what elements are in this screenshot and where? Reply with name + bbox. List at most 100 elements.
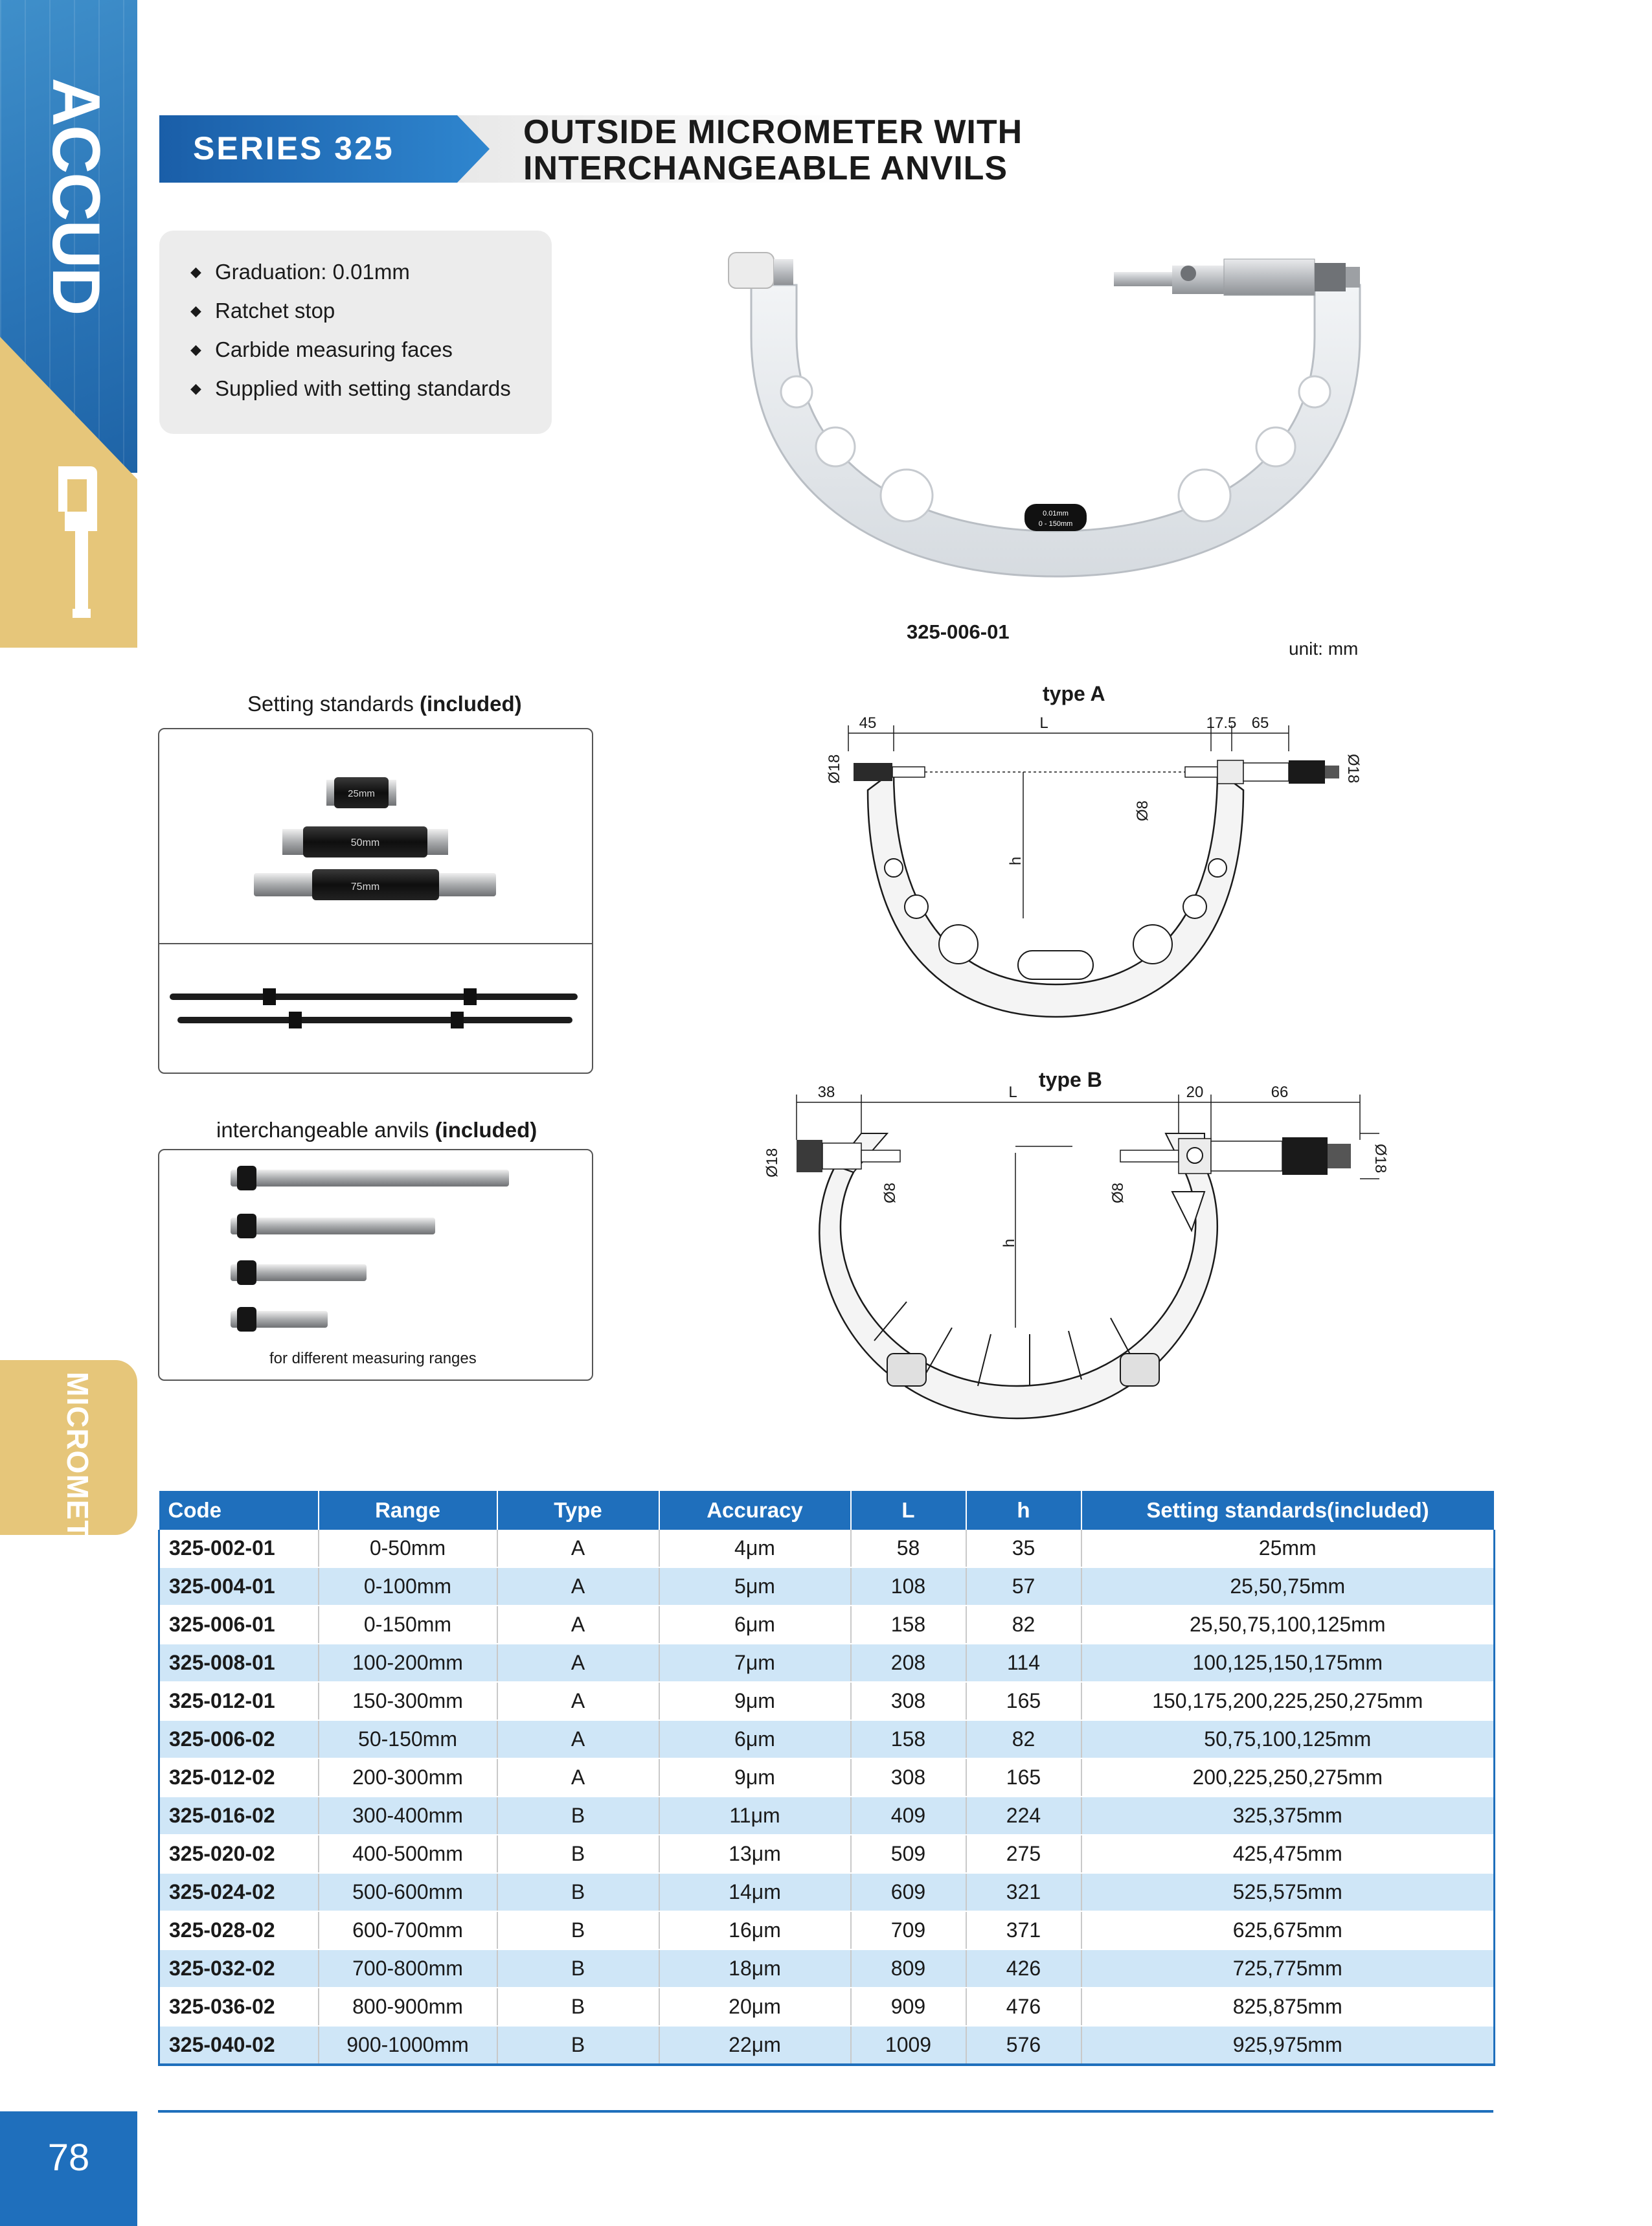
cell-type: A bbox=[497, 1644, 660, 1683]
setting-standards-caption: Setting standards (included) bbox=[247, 692, 522, 716]
cell-setting-standards: 100,125,150,175mm bbox=[1081, 1644, 1495, 1683]
cell-accuracy: 13μm bbox=[659, 1835, 852, 1874]
col-range: Range bbox=[318, 1491, 498, 1530]
anvils-note: for different measuring ranges bbox=[269, 1350, 477, 1367]
cell-type: B bbox=[497, 1797, 660, 1835]
unit-note: unit: mm bbox=[1289, 639, 1359, 659]
dim-a-right: 65 bbox=[1252, 714, 1269, 732]
cell-type: B bbox=[497, 2026, 660, 2066]
cell-code: 325-012-02 bbox=[158, 1758, 319, 1797]
cell-code: 325-008-01 bbox=[158, 1644, 319, 1683]
cell-type: B bbox=[497, 1873, 660, 1912]
cell-setting-standards: 200,225,250,275mm bbox=[1081, 1758, 1495, 1797]
cell-range: 150-300mm bbox=[318, 1682, 498, 1721]
diagram-type-a: type A 45 L 17.5 65 Ø18 Ø18 Ø8 h bbox=[826, 682, 1362, 1018]
cell-type: A bbox=[497, 1567, 660, 1606]
diamond-bullet-icon: ◆ bbox=[190, 341, 201, 358]
cell-setting-standards: 325,375mm bbox=[1081, 1797, 1495, 1835]
cell-h: 165 bbox=[966, 1682, 1082, 1721]
cell-accuracy: 4μm bbox=[659, 1530, 852, 1568]
feature-item: ◆Ratchet stop bbox=[190, 291, 552, 330]
product-code: 325-006-01 bbox=[907, 620, 1010, 643]
spec-table: Code Range Type Accuracy L h Setting sta… bbox=[158, 1491, 1495, 2066]
cell-range: 500-600mm bbox=[318, 1873, 498, 1912]
micrometer-icon bbox=[58, 466, 97, 618]
cell-range: 100-200mm bbox=[318, 1644, 498, 1683]
cell-h: 321 bbox=[966, 1873, 1082, 1912]
cell-type: A bbox=[497, 1682, 660, 1721]
cell-code: 325-036-02 bbox=[158, 1988, 319, 2027]
diagram-type-b: type B 38 L 20 66 Ø18 Ø18 Ø8 Ø8 h bbox=[764, 1069, 1389, 1420]
cell-accuracy: 22μm bbox=[659, 2026, 852, 2066]
cell-setting-standards: 525,575mm bbox=[1081, 1873, 1495, 1912]
col-setting-standards: Setting standards(included) bbox=[1081, 1491, 1495, 1530]
cell-h: 35 bbox=[966, 1530, 1082, 1568]
anvils-caption: interchangeable anvils (included) bbox=[216, 1118, 537, 1142]
cell-range: 400-500mm bbox=[318, 1835, 498, 1874]
cell-setting-standards: 425,475mm bbox=[1081, 1835, 1495, 1874]
cell-range: 700-800mm bbox=[318, 1949, 498, 1988]
cell-type: A bbox=[497, 1606, 660, 1644]
cell-h: 576 bbox=[966, 2026, 1082, 2066]
cell-l: 809 bbox=[850, 1949, 967, 1988]
cell-type: B bbox=[497, 1835, 660, 1874]
dim-b-dia-left: Ø18 bbox=[764, 1148, 781, 1177]
dim-b-height: h bbox=[1001, 1239, 1018, 1247]
dim-a-dia-left: Ø18 bbox=[826, 755, 843, 784]
cell-accuracy: 7μm bbox=[659, 1644, 852, 1683]
range-badge-range: 0 - 150mm bbox=[1039, 520, 1073, 528]
cell-code: 325-016-02 bbox=[158, 1797, 319, 1835]
cell-code: 325-040-02 bbox=[158, 2026, 319, 2066]
cell-h: 114 bbox=[966, 1644, 1082, 1683]
anvils-illustration bbox=[231, 1166, 509, 1332]
cell-type: B bbox=[497, 1988, 660, 2027]
cell-l: 509 bbox=[850, 1835, 967, 1874]
cell-l: 308 bbox=[850, 1682, 967, 1721]
standard-label-50: 50mm bbox=[351, 837, 379, 848]
cell-code: 325-004-01 bbox=[158, 1567, 319, 1606]
cell-l: 709 bbox=[850, 1911, 967, 1950]
cell-range: 50-150mm bbox=[318, 1720, 498, 1759]
cell-accuracy: 18μm bbox=[659, 1949, 852, 1988]
cell-setting-standards: 625,675mm bbox=[1081, 1911, 1495, 1950]
anvils-image: for different measuring ranges bbox=[158, 1149, 593, 1381]
cell-accuracy: 6μm bbox=[659, 1606, 852, 1644]
cell-l: 909 bbox=[850, 1988, 967, 2027]
cell-code: 325-012-01 bbox=[158, 1682, 319, 1721]
range-badge bbox=[1024, 504, 1087, 531]
cell-range: 600-700mm bbox=[318, 1911, 498, 1950]
divider bbox=[159, 943, 592, 944]
standard-label-75: 75mm bbox=[351, 881, 379, 892]
col-type: Type bbox=[497, 1491, 660, 1530]
cell-setting-standards: 825,875mm bbox=[1081, 1988, 1495, 2027]
col-accuracy: Accuracy bbox=[659, 1491, 852, 1530]
cell-l: 409 bbox=[850, 1797, 967, 1835]
section-tab[interactable]: MICROMETER bbox=[0, 1360, 137, 1582]
standard-label-25: 25mm bbox=[348, 788, 375, 799]
cell-h: 371 bbox=[966, 1911, 1082, 1950]
cell-type: A bbox=[497, 1720, 660, 1759]
cell-type: B bbox=[497, 1911, 660, 1950]
cell-setting-standards: 925,975mm bbox=[1081, 2026, 1495, 2066]
cell-accuracy: 20μm bbox=[659, 1988, 852, 2027]
cell-type: B bbox=[497, 1949, 660, 1988]
cell-h: 82 bbox=[966, 1606, 1082, 1644]
dim-b-dia-spindle: Ø8 bbox=[1109, 1183, 1127, 1203]
features-list: ◆Graduation: 0.01mm ◆Ratchet stop ◆Carbi… bbox=[159, 231, 552, 408]
cell-h: 476 bbox=[966, 1988, 1082, 2027]
cell-accuracy: 9μm bbox=[659, 1758, 852, 1797]
cell-code: 325-024-02 bbox=[158, 1873, 319, 1912]
cell-range: 0-150mm bbox=[318, 1606, 498, 1644]
feature-item: ◆Carbide measuring faces bbox=[190, 330, 552, 369]
bottom-rule bbox=[158, 2110, 1493, 2113]
dim-b-dia-anvil: Ø8 bbox=[881, 1183, 899, 1203]
cell-accuracy: 16μm bbox=[659, 1911, 852, 1950]
cell-setting-standards: 25,50,75,100,125mm bbox=[1081, 1606, 1495, 1644]
